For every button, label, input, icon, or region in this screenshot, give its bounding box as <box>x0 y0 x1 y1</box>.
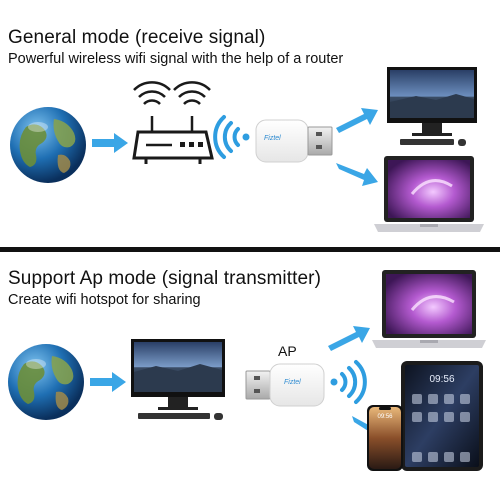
phone-time: 09:56 <box>377 414 393 420</box>
adapter-brand: Fiztel <box>264 135 281 142</box>
section-divider <box>0 247 500 252</box>
usb-adapter-icon <box>255 119 333 163</box>
tablet-icon <box>401 361 483 471</box>
adapter-brand: Fiztel <box>284 379 301 386</box>
arrow-icon <box>336 163 378 186</box>
tablet-time: 09:56 <box>429 374 455 385</box>
section1-title: General mode (receive signal) <box>8 27 266 48</box>
tablet-device: 09:56 <box>400 360 484 472</box>
wifi-signal-icon <box>213 115 250 159</box>
wifi-signal-icon <box>330 360 367 404</box>
globe-icon <box>10 107 86 183</box>
usb-adapter-icon <box>245 363 325 407</box>
usb-adapter: Fiztel <box>254 118 334 164</box>
router-icon <box>132 81 214 164</box>
arrow-icon <box>90 372 126 392</box>
phone-device: 09:56 <box>366 404 404 472</box>
globe-icon <box>8 344 84 420</box>
laptop-icon <box>372 270 486 348</box>
phone-icon <box>367 405 403 471</box>
section2-title: Support Ap mode (signal transmitter) <box>8 268 322 289</box>
section2-subtitle: Create wifi hotspot for sharing <box>8 292 201 308</box>
arrow-icon <box>92 133 128 153</box>
section1-subtitle: Powerful wireless wifi signal with the h… <box>8 51 344 67</box>
ap-label: AP <box>278 343 297 359</box>
arrow-icon <box>328 326 370 351</box>
usb-adapter: Fiztel <box>244 362 326 408</box>
monitor-icon <box>387 67 477 146</box>
laptop-icon <box>374 156 484 232</box>
monitor-icon <box>131 339 225 420</box>
arrow-icon <box>336 108 378 133</box>
